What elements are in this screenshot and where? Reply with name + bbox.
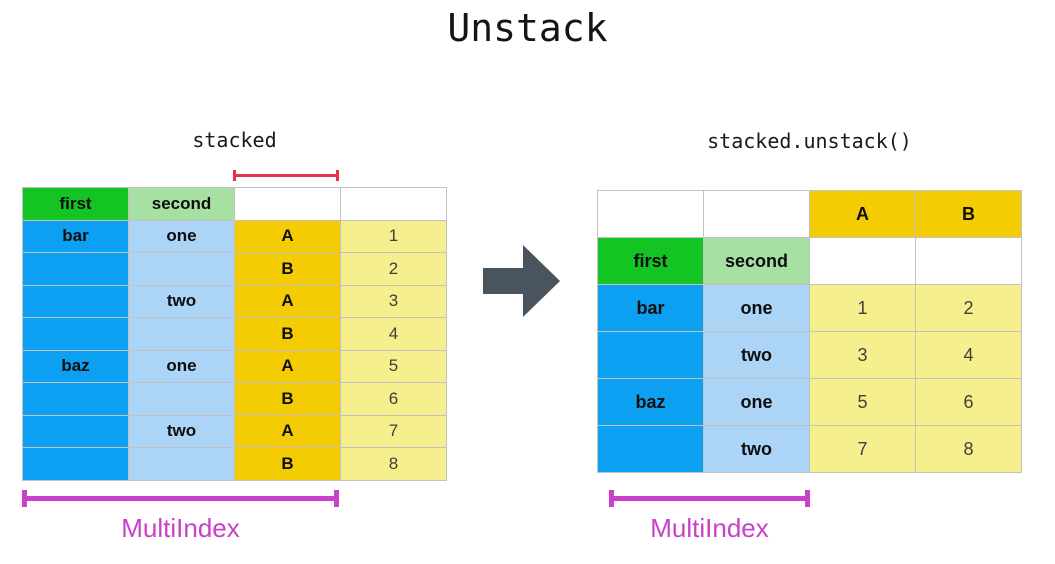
table-cell (598, 191, 703, 237)
table-cell (129, 318, 234, 350)
table-cell: 6 (341, 383, 446, 415)
table-cell: one (704, 285, 809, 331)
table-cell (23, 415, 128, 447)
table-cell: second (129, 188, 234, 220)
table-cell (129, 383, 234, 415)
table-cell: B (916, 191, 1021, 237)
stacked-table-caption: stacked (192, 128, 277, 152)
bracket-bar (233, 174, 339, 177)
unstack-level-bracket (233, 170, 339, 181)
table-cell (129, 448, 234, 480)
table-cell (341, 188, 446, 220)
table-cell: two (704, 332, 809, 378)
table-cell: A (235, 285, 340, 317)
page-title: Unstack (447, 6, 608, 50)
unstacked-table-caption: stacked.unstack() (707, 129, 912, 153)
table-cell: B (235, 253, 340, 285)
table-cell: 3 (341, 285, 446, 317)
multiindex-bracket-left (22, 490, 339, 507)
transform-arrow-icon (483, 245, 560, 317)
table-cell: 4 (341, 318, 446, 350)
table-cell (23, 383, 128, 415)
table-cell: B (235, 383, 340, 415)
table-cell: baz (23, 350, 128, 382)
table-cell (23, 448, 128, 480)
table-cell: 3 (810, 332, 915, 378)
table-cell (916, 238, 1021, 284)
table-cell (23, 318, 128, 350)
table-cell: 6 (916, 379, 1021, 425)
table-cell: one (129, 350, 234, 382)
bracket-bar (22, 496, 339, 501)
table-cell: A (235, 350, 340, 382)
table-cell: one (129, 220, 234, 252)
table-cell: two (704, 426, 809, 472)
table-cell: 2 (916, 285, 1021, 331)
table-cell: 1 (341, 220, 446, 252)
table-cell (704, 191, 809, 237)
table-cell: B (235, 448, 340, 480)
table-cell: bar (598, 285, 703, 331)
table-cell: 5 (341, 350, 446, 382)
table-cell (235, 188, 340, 220)
table-cell: 8 (916, 426, 1021, 472)
multiindex-label-left: MultiIndex (121, 513, 240, 543)
table-cell: 7 (341, 415, 446, 447)
table-cell: 8 (341, 448, 446, 480)
table-cell: A (235, 220, 340, 252)
table-cell: A (235, 415, 340, 447)
table-cell: one (704, 379, 809, 425)
table-cell: baz (598, 379, 703, 425)
table-cell: first (598, 238, 703, 284)
bracket-bar (609, 496, 810, 501)
multiindex-bracket-right (609, 490, 810, 507)
table-cell: A (810, 191, 915, 237)
table-cell: two (129, 285, 234, 317)
table-cell (23, 253, 128, 285)
table-cell: second (704, 238, 809, 284)
table-cell: B (235, 318, 340, 350)
table-cell (23, 285, 128, 317)
table-cell (810, 238, 915, 284)
table-cell (129, 253, 234, 285)
table-cell: 7 (810, 426, 915, 472)
table-cell: 4 (916, 332, 1021, 378)
multiindex-label-right: MultiIndex (650, 513, 769, 543)
table-cell: 2 (341, 253, 446, 285)
table-cell: first (23, 188, 128, 220)
table-cell: bar (23, 220, 128, 252)
table-cell (598, 332, 703, 378)
table-cell: 1 (810, 285, 915, 331)
table-cell (598, 426, 703, 472)
table-cell: 5 (810, 379, 915, 425)
table-cell: two (129, 415, 234, 447)
